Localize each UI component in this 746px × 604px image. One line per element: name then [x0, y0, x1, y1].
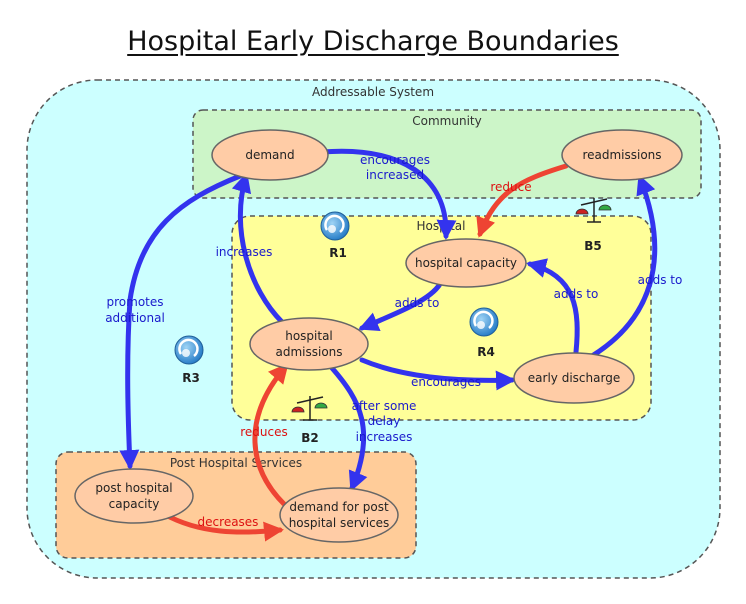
link-demand-to-capacity [319, 148, 457, 240]
label-reduces: reduces [240, 425, 288, 439]
loop-r1-label: R1 [329, 246, 347, 260]
node-early-discharge[interactable]: early discharge [513, 352, 635, 404]
label-encourages-line2: increased [366, 168, 424, 182]
node-hospital-admissions-line2: admissions [275, 345, 342, 359]
reinforcing-loop-icon [174, 335, 204, 365]
community-label: Community [412, 114, 481, 128]
balance-scale-icon [291, 396, 328, 421]
node-readmissions[interactable]: readmissions [561, 129, 683, 181]
label-adds-to-readmissions: adds to [638, 273, 683, 287]
link-readmissions-to-capacity [476, 163, 569, 238]
community-boundary [192, 109, 702, 199]
node-demand-post-line2: hospital services [289, 516, 390, 530]
link-admissions-to-early [359, 357, 516, 391]
node-demand-post-line1: demand for post [289, 500, 389, 514]
label-adds-to-capacity-admissions: adds to [395, 296, 440, 310]
node-hospital-capacity-label: hospital capacity [415, 256, 517, 270]
label-adds-to-early-capacity: adds to [554, 287, 599, 301]
node-demand[interactable]: demand [211, 129, 329, 181]
hospital-label: Hospital [417, 219, 466, 233]
node-post-hospital-capacity[interactable]: post hospital capacity [74, 468, 194, 524]
link-admissions-to-demand [231, 172, 285, 325]
link-early-to-capacity [526, 258, 580, 355]
link-early-to-readmissions [589, 174, 658, 359]
loop-b2-label: B2 [301, 431, 319, 445]
node-post-hospital-capacity-line2: capacity [109, 497, 160, 511]
link-post-capacity-to-post-demand [161, 511, 284, 542]
node-readmissions-label: readmissions [582, 148, 661, 162]
node-post-hospital-capacity-line1: post hospital [95, 481, 172, 495]
label-after-delay-line1: after some [352, 399, 417, 413]
label-after-delay-line3: increases [356, 430, 413, 444]
reinforcing-loop-icon [469, 307, 499, 337]
label-reduce: reduce [490, 180, 531, 194]
node-hospital-admissions[interactable]: hospital admissions [249, 317, 369, 371]
node-early-discharge-label: early discharge [528, 371, 620, 385]
node-demand-post-hospital-services[interactable]: demand for post hospital services [279, 487, 399, 543]
link-capacity-to-admissions [358, 281, 443, 332]
link-post-demand-to-admissions [252, 362, 289, 507]
link-demand-to-post-capacity [119, 173, 243, 470]
loop-b5-label: B5 [584, 239, 602, 253]
balance-scale-icon [575, 198, 612, 223]
node-demand-label: demand [245, 148, 294, 162]
label-promotes-line2: additional [105, 311, 165, 325]
node-hospital-capacity[interactable]: hospital capacity [405, 238, 527, 288]
loop-r3-label: R3 [182, 371, 200, 385]
post-hospital-label: Post Hospital Services [170, 456, 302, 470]
node-hospital-admissions-line1: hospital [285, 329, 333, 343]
link-admissions-to-post-demand [329, 365, 368, 492]
label-encourages-line1: encourages [360, 153, 430, 167]
page-title: Hospital Early Discharge Boundaries [127, 26, 619, 57]
label-promotes-line1: promotes [107, 295, 164, 309]
label-increases: increases [216, 245, 273, 259]
label-after-delay-line2: delay [368, 414, 401, 428]
reinforcing-loop-icon [320, 211, 350, 241]
addressable-system-label: Addressable System [312, 85, 434, 99]
label-encourages-early: encourages [411, 375, 481, 389]
loop-r4-label: R4 [477, 345, 495, 359]
label-decreases: decreases [198, 515, 259, 529]
